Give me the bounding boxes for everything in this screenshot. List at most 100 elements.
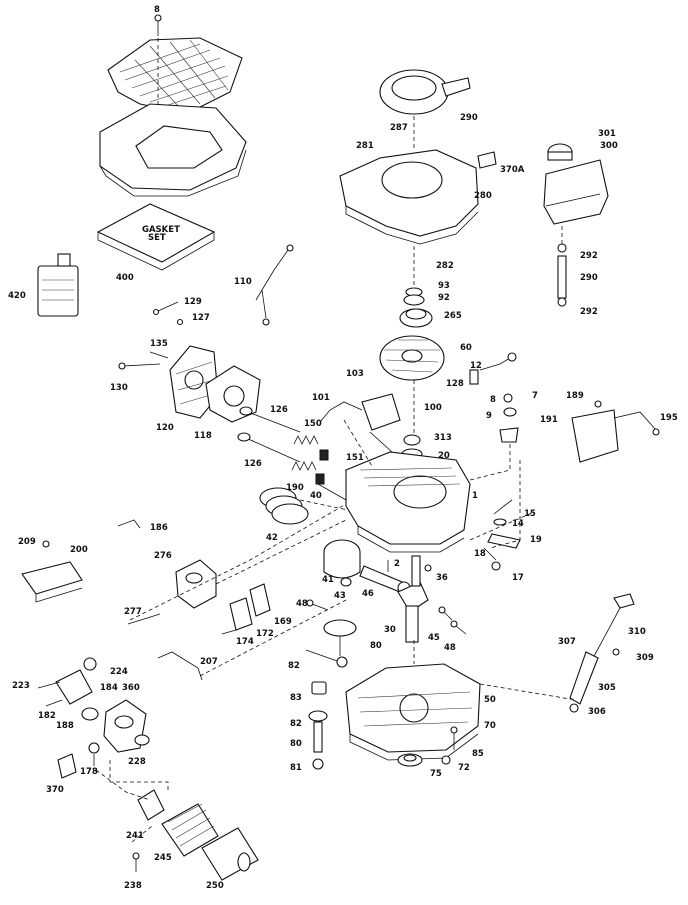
part-label-250: 250 — [206, 881, 224, 891]
dipstick-part — [591, 593, 635, 661]
part-label-280: 280 — [474, 191, 492, 201]
part-label-207: 207 — [200, 657, 218, 667]
air-filter-element-245-part — [161, 803, 219, 857]
part-label-223: 223 — [12, 681, 30, 691]
air-filter-cover-250-part — [201, 827, 259, 881]
valve-lower-part — [237, 432, 301, 463]
part-label-190: 190 — [286, 483, 304, 493]
bolt-85-part — [450, 726, 458, 750]
part-label-282: 282 — [436, 261, 454, 271]
gasket-set-label-line-2: SET — [148, 233, 166, 243]
part-label-228: 228 — [128, 757, 146, 767]
part-label-128: 128 — [446, 379, 464, 389]
part-label-45: 45 — [428, 633, 440, 643]
screw-129-part — [152, 301, 179, 316]
part-label-200: 200 — [70, 545, 88, 555]
part-label-72: 72 — [458, 763, 470, 773]
bracket-370-part — [57, 753, 77, 779]
starter-cup-part — [399, 308, 433, 328]
part-label-169: 169 — [274, 617, 292, 627]
oil-bottle-part — [37, 253, 79, 317]
part-label-306: 306 — [588, 707, 606, 717]
control-bracket-part — [21, 540, 83, 603]
part-label-370a: 370A — [500, 165, 525, 175]
part-label-9: 9 — [486, 411, 492, 421]
part-label-238: 238 — [124, 881, 142, 891]
fuel-tank-part — [543, 159, 609, 225]
part-label-80-top: 80 — [370, 641, 382, 651]
governor-link-part — [469, 352, 517, 385]
flywheel-part — [379, 335, 445, 381]
part-label-360: 360 — [122, 683, 140, 693]
piston-rings-part — [259, 487, 309, 525]
engine-block-part — [345, 451, 471, 553]
washer-stack-part — [403, 287, 425, 306]
governor-parts-part — [483, 499, 521, 571]
parts-8-9-stack-part — [499, 393, 519, 443]
part-label-276: 276 — [154, 551, 172, 561]
part-label-70: 70 — [484, 721, 496, 731]
screw-48-left-part — [306, 599, 329, 611]
part-label-20: 20 — [438, 451, 450, 461]
link-207-part — [157, 651, 203, 681]
part-label-8-right: 8 — [490, 395, 496, 405]
part-224-part — [83, 657, 97, 671]
part-label-92: 92 — [438, 293, 450, 303]
spark-plug-wire-part — [255, 244, 294, 326]
part-label-290-right: 290 — [580, 273, 598, 283]
blower-housing-part — [339, 149, 479, 245]
part-label-126-upper: 126 — [270, 405, 288, 415]
bolt-223-182-part — [37, 681, 63, 707]
camshaft-gear-part — [323, 619, 357, 656]
part-label-2: 2 — [394, 559, 400, 569]
part-number-labels: 8 400 420 129 127 110 135 130 120 118 12… — [8, 5, 678, 891]
part-label-80-bottom: 80 — [290, 739, 302, 749]
o-ring-309-part — [612, 648, 620, 656]
bolt-174-part — [221, 629, 237, 635]
part-label-12: 12 — [470, 361, 482, 371]
part-label-241: 241 — [126, 831, 144, 841]
part-label-1: 1 — [472, 491, 478, 501]
gasket-set-label-line-1: GASKET — [142, 225, 180, 235]
part-label-60: 60 — [460, 343, 472, 353]
air-cleaner-base-part — [99, 103, 247, 197]
sump-cover-part — [345, 663, 481, 761]
valve-upper-part — [239, 406, 301, 433]
fuel-line-part — [557, 243, 567, 307]
part-label-130: 130 — [110, 383, 128, 393]
tappet-part — [305, 649, 348, 668]
oil-fill-stack-part — [308, 681, 328, 770]
part-label-50: 50 — [484, 695, 496, 705]
part-label-245: 245 — [154, 853, 172, 863]
piston-pin-part — [340, 577, 352, 587]
valve-spring-lower-part — [291, 461, 325, 485]
part-label-292-bottom: 292 — [580, 307, 598, 317]
part-label-281: 281 — [356, 141, 374, 151]
part-label-103: 103 — [346, 369, 364, 379]
part-label-300: 300 — [600, 141, 618, 151]
cylinder-head-part — [169, 345, 219, 419]
part-label-40: 40 — [310, 491, 322, 501]
air-filter-body-241-part — [137, 789, 165, 821]
part-label-17: 17 — [512, 573, 524, 583]
part-label-18: 18 — [474, 549, 486, 559]
part-label-265: 265 — [444, 311, 462, 321]
part-label-172: 172 — [256, 629, 274, 639]
part-label-209: 209 — [18, 537, 36, 547]
part-label-191: 191 — [540, 415, 558, 425]
part-label-19: 19 — [530, 535, 542, 545]
part-label-301: 301 — [598, 129, 616, 139]
part-label-118: 118 — [194, 431, 212, 441]
part-label-127: 127 — [192, 313, 210, 323]
part-label-184: 184 — [100, 683, 118, 693]
part-label-186: 186 — [150, 523, 168, 533]
throttle-bracket-part — [571, 400, 660, 463]
part-label-82-top: 82 — [288, 661, 300, 671]
part-label-126-lower: 126 — [244, 459, 262, 469]
part-label-41: 41 — [322, 575, 334, 585]
gasket-set-box-part: GASKET SET — [96, 203, 216, 271]
part-label-110: 110 — [234, 277, 252, 287]
part-label-100: 100 — [424, 403, 442, 413]
part-label-101: 101 — [312, 393, 330, 403]
